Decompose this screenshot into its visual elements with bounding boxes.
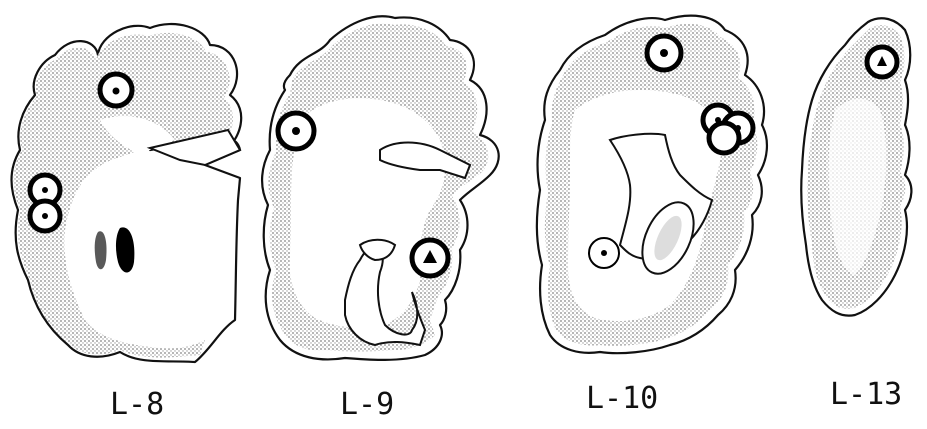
lesion-dot-l10-top bbox=[660, 49, 668, 57]
lesion-ring-l10-right-c bbox=[709, 123, 739, 153]
lesion-dot-l8-upper bbox=[113, 88, 120, 95]
section-label-l10: L-10 bbox=[586, 381, 658, 416]
lesion-dot-l8-left-a bbox=[42, 187, 48, 193]
section-label-l9: L-9 bbox=[340, 387, 394, 422]
section-l8-nucleus-mark bbox=[95, 231, 107, 269]
section-l9: L-9 bbox=[262, 16, 499, 422]
lesion-dot-l10-right-b bbox=[735, 125, 741, 131]
section-label-l13: L-13 bbox=[830, 377, 902, 412]
section-l10: L-10 bbox=[537, 16, 767, 416]
section-label-l8: L-8 bbox=[110, 387, 164, 422]
lesion-dot-l10-right-a bbox=[715, 117, 721, 123]
section-l13: L-13 bbox=[801, 18, 911, 412]
lesion-dot-l8-left-b bbox=[42, 213, 48, 219]
lesion-dot-l9-left bbox=[292, 127, 300, 135]
section-l8: L-8 bbox=[12, 24, 242, 422]
lesion-dot-l10-lower bbox=[601, 250, 607, 256]
